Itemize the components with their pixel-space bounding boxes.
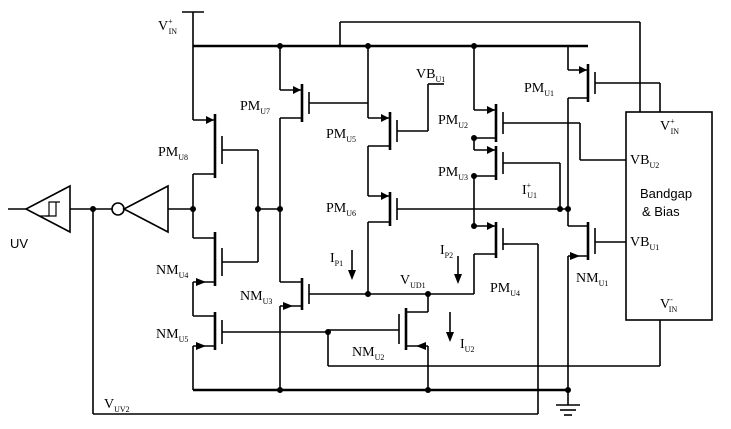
bandgap-bias-block: Bandgap & Bias	[625, 111, 713, 321]
component-labels: V+IN UV PMU8 PMU7 PMU5 PMU6 PMU2 PMU3 PM…	[10, 17, 679, 414]
v-in-block-top-label: V+IN	[660, 117, 679, 136]
vb-u2-label: VBU2	[630, 153, 659, 170]
uv-label: UV	[10, 236, 28, 251]
nmu4-transistor	[193, 232, 258, 286]
vb-u1-label: VBU1	[416, 67, 445, 84]
nmu1-transistor	[568, 222, 626, 260]
pmu6-transistor	[368, 192, 568, 226]
bandgap-title-line2: & Bias	[642, 204, 680, 219]
uv-output-buffer	[8, 184, 112, 234]
nmu3-transistor	[280, 278, 368, 310]
pmu2-pmu4-column	[473, 46, 626, 258]
ground-icon	[556, 404, 580, 416]
pm-u4-label: PMU4	[490, 281, 520, 298]
pmu7-column	[279, 46, 368, 390]
pmu1-transistor	[568, 64, 661, 112]
pmu2-transistor	[474, 104, 626, 161]
v-uv2-label: VUV2	[104, 397, 130, 414]
pm-u2-label: PMU2	[438, 113, 468, 130]
pm-u6-label: PMU6	[326, 201, 356, 218]
v-ud1-label: VUD1	[400, 273, 426, 290]
pmu5-pmu6-column	[367, 46, 568, 295]
i-u1-label: I+U1	[522, 181, 537, 200]
nm-u5-label: NMU5	[156, 327, 188, 344]
pmu3-transistor	[474, 146, 560, 180]
pmu1-nmu1-column	[559, 46, 661, 390]
nmu5-transistor	[193, 312, 328, 350]
pm-u8-label: PMU8	[158, 145, 188, 162]
pm-u5-label: PMU5	[326, 127, 356, 144]
nm-u3-label: NMU3	[240, 289, 272, 306]
pm-u7-label: PMU7	[240, 99, 270, 116]
bandgap-title-line1: Bandgap	[640, 186, 692, 201]
nm-u2-label: NMU2	[352, 345, 384, 362]
nm-u1-label: NMU1	[576, 271, 608, 288]
gate-node-net	[257, 150, 280, 262]
current-arrows	[348, 250, 462, 342]
vb-u1-block-label: VBU1	[630, 235, 659, 252]
junction-dots	[90, 43, 571, 393]
pm-u1-label: PMU1	[524, 81, 554, 98]
inverter	[111, 184, 193, 234]
pmu8-transistor	[193, 114, 258, 178]
vin-loop-net	[339, 21, 661, 366]
left-column	[192, 46, 328, 390]
i-p2-label: IP2	[440, 243, 453, 260]
vin-label: V+IN	[158, 17, 177, 36]
pmu4-transistor	[474, 222, 508, 258]
vuv2-feedback-net	[92, 209, 539, 415]
nmu2-transistor	[327, 294, 660, 390]
pm-u3-label: PMU3	[438, 165, 468, 182]
pmu7-transistor	[280, 84, 368, 122]
supply-rails	[182, 11, 588, 405]
i-p1-label: IP1	[330, 251, 343, 268]
pmu5-transistor	[368, 83, 444, 150]
i-u2-label: IU2	[460, 337, 474, 354]
v-in-block-bot-label: V-IN	[660, 295, 677, 314]
nm-u4-label: NMU4	[156, 263, 188, 280]
